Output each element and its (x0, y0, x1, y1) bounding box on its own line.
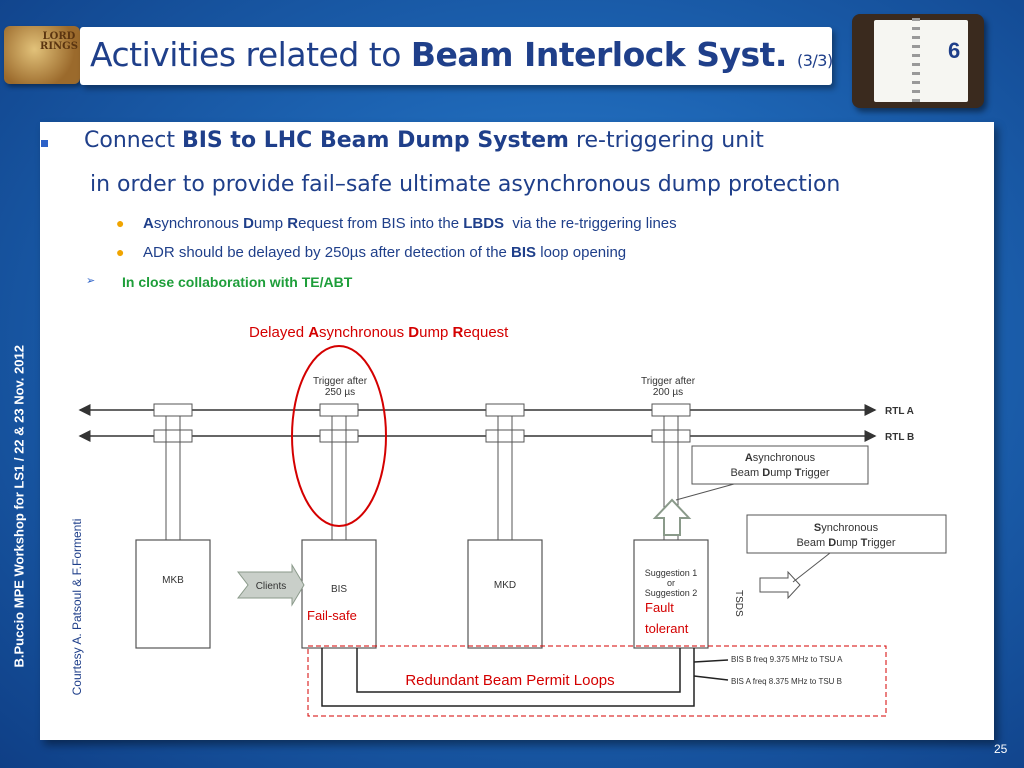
async-line-1: Asynchronous (745, 452, 816, 464)
sub1-g: LBDS (463, 215, 505, 232)
collaboration-note: In close collaboration with TE/ABT (122, 274, 353, 290)
sub1-e: R (287, 215, 299, 232)
connector-bis-b (319, 429, 359, 443)
connector-mkb-b (153, 429, 193, 443)
bis-label: BIS (331, 584, 347, 595)
page-title: Activities related to Beam Interlock Sys… (90, 35, 833, 74)
trigger-250-label-2: 250 µs (325, 387, 355, 398)
adr-label: Delayed Asynchronous Dump Request (249, 324, 509, 341)
suggestion-2: Suggestion 2 (645, 588, 698, 598)
trigger-250-label-1: Trigger after (313, 376, 368, 387)
tsds-arrow (759, 570, 801, 600)
permit-loops (321, 648, 729, 707)
bis-box (301, 539, 377, 649)
dot-bullet-icon: ● (116, 244, 125, 260)
sub1-d: ump (253, 215, 288, 232)
rtl-b-label: RTL B (885, 432, 914, 443)
sub2-b: BIS (511, 244, 537, 261)
sync-callout-line (792, 552, 831, 583)
sync-line-2: Beam Dump Trigger (796, 537, 895, 549)
main-bold: BIS to LHC Beam Dump System (181, 128, 569, 153)
title-suffix: (3/3) (796, 51, 833, 70)
notebook-page (874, 20, 968, 102)
dot-bullet-icon: ● (116, 215, 125, 231)
sub1-b: synchronous (153, 215, 244, 232)
lotr-logo: LORD RINGS (4, 26, 80, 84)
bis-a-label: BIS A freq 8.375 MHz to TSU B (731, 677, 842, 686)
notebook-icon (852, 14, 984, 108)
sub-bullet-1: Asynchronous Dump Request from BIS into … (143, 215, 677, 232)
rtl-connectors (153, 403, 691, 443)
mkd-box (467, 539, 543, 649)
clients-arrow (236, 563, 305, 607)
redundant-label: Redundant Beam Permit Loops (405, 672, 614, 689)
trigger-200-label-2: 200 µs (653, 387, 683, 398)
sync-line-1: Synchronous (814, 522, 879, 534)
page-number: 25 (994, 742, 1008, 756)
arrow-bullet-icon: ➢ (86, 275, 96, 287)
slide-badge: 6 (948, 38, 961, 63)
notebook-rings (912, 18, 920, 104)
async-line-2: Beam Dump Trigger (730, 467, 829, 479)
bis-b-label: BIS B freq 9.375 MHz to TSU A (731, 655, 843, 664)
rtl-a-label: RTL A (885, 406, 914, 417)
title-bar: Activities related to Beam Interlock Sys… (80, 27, 833, 85)
main-bullet-line2: in order to provide fail–safe ultimate a… (90, 172, 841, 197)
courtesy-note: Courtesy A. Patsoul & F.Formenti (70, 518, 84, 696)
mkb-box (135, 539, 211, 649)
suggestion-or: or (667, 578, 675, 588)
sub1-c: D (243, 215, 254, 232)
async-trigger-box (691, 445, 869, 485)
sync-trigger-box (746, 514, 947, 554)
up-arrow-icon (652, 498, 692, 536)
sub1-f: equest from BIS into the (298, 215, 464, 232)
main-suffix: re-triggering unit (568, 128, 764, 153)
sub2-c: loop opening (536, 244, 627, 261)
tsu-box (633, 539, 709, 649)
main-bullet: Connect BIS to LHC Beam Dump System re-t… (84, 128, 764, 153)
suggestion-1: Suggestion 1 (645, 568, 698, 578)
connector-mkd-b (485, 429, 525, 443)
square-bullet-icon (41, 140, 48, 147)
sub1-h: via the re-triggering lines (504, 215, 677, 232)
connector-mkd-a (485, 403, 525, 417)
trigger-200-label-1: Trigger after (641, 376, 696, 387)
logo-text: LORD RINGS (40, 31, 78, 52)
permit-loops-frame (307, 645, 887, 717)
tsds-label: TSDS (733, 590, 744, 617)
fault-label-2: tolerant (645, 621, 689, 636)
highlight-ellipse (291, 345, 387, 527)
sub1-a: A (143, 215, 154, 232)
mkd-label: MKD (494, 580, 516, 591)
connector-tsu-b (651, 429, 691, 443)
mkb-label: MKB (162, 575, 184, 586)
main-prefix: Connect (84, 128, 182, 153)
fault-label-1: Fault (645, 600, 674, 615)
title-bold: Beam Interlock Syst. (410, 35, 788, 74)
async-callout-line (675, 483, 735, 501)
clients-label: Clients (256, 581, 287, 592)
fail-safe-label: Fail-safe (307, 608, 357, 623)
side-footer-text: B.Puccio MPE Workshop for LS1 / 22 & 23 … (11, 345, 27, 668)
vertical-links (165, 416, 679, 540)
sub2-a: ADR should be delayed by 250µs after det… (143, 244, 512, 261)
connector-tsu-a (651, 403, 691, 417)
title-prefix: Activities related to (90, 35, 411, 74)
connector-mkb-a (153, 403, 193, 417)
sub-bullet-2: ADR should be delayed by 250µs after det… (143, 244, 626, 261)
connector-bis-a (319, 403, 359, 417)
